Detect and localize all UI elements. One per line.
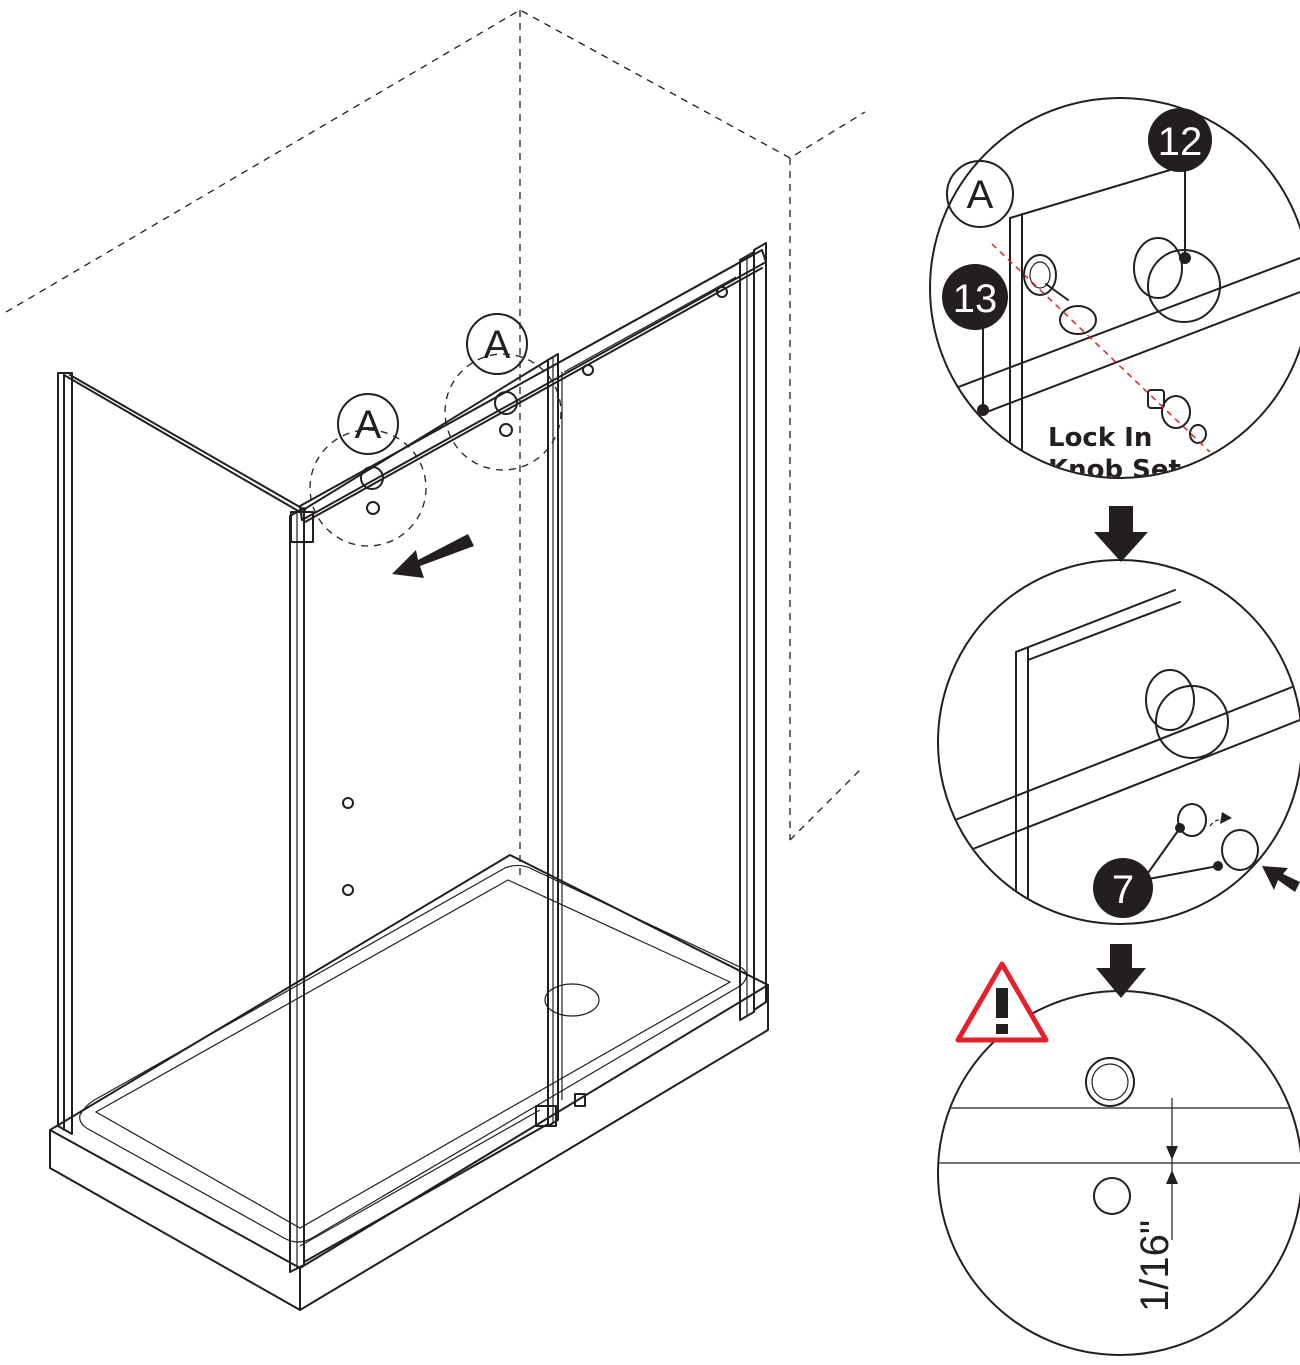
detail-step-3: 1/16" [937,990,1300,1356]
front-fixed-panel [289,507,314,1273]
detail-circle-2: A [444,313,562,471]
right-fixed-panel [561,242,767,1100]
push-arrow-icon [1262,866,1300,892]
wall-outline [5,9,866,880]
warning-triangle-icon [955,961,1049,1043]
shower-base [49,854,769,1311]
callout-a-1: A [355,403,382,447]
detail-a-zoom: Lock In Knob Set A 12 13 [929,97,1300,485]
part-number-7: 7 [1112,868,1134,912]
rail-knobs [360,391,518,515]
detail-step-2: 7 [937,559,1300,925]
part-number-12: 12 [1158,120,1203,164]
down-arrow-icon-1 [1094,506,1148,562]
callout-a-zoom: A [967,173,994,217]
sliding-door-panel [299,353,586,1263]
callout-a-2: A [484,323,511,367]
slide-direction-arrow-icon [392,534,474,578]
detail-circle-1: A [309,393,427,547]
top-rail [299,249,767,523]
down-arrow-icon-2 [1096,944,1146,998]
left-glass-panel [57,372,306,1135]
lock-in-label-line1: Lock In [1048,423,1152,453]
shower-enclosure: A A [5,9,866,1311]
part-number-13: 13 [953,277,998,321]
lock-in-label-line2: Knob Set [1048,455,1181,485]
gap-dimension-label: 1/16" [1133,1220,1177,1312]
